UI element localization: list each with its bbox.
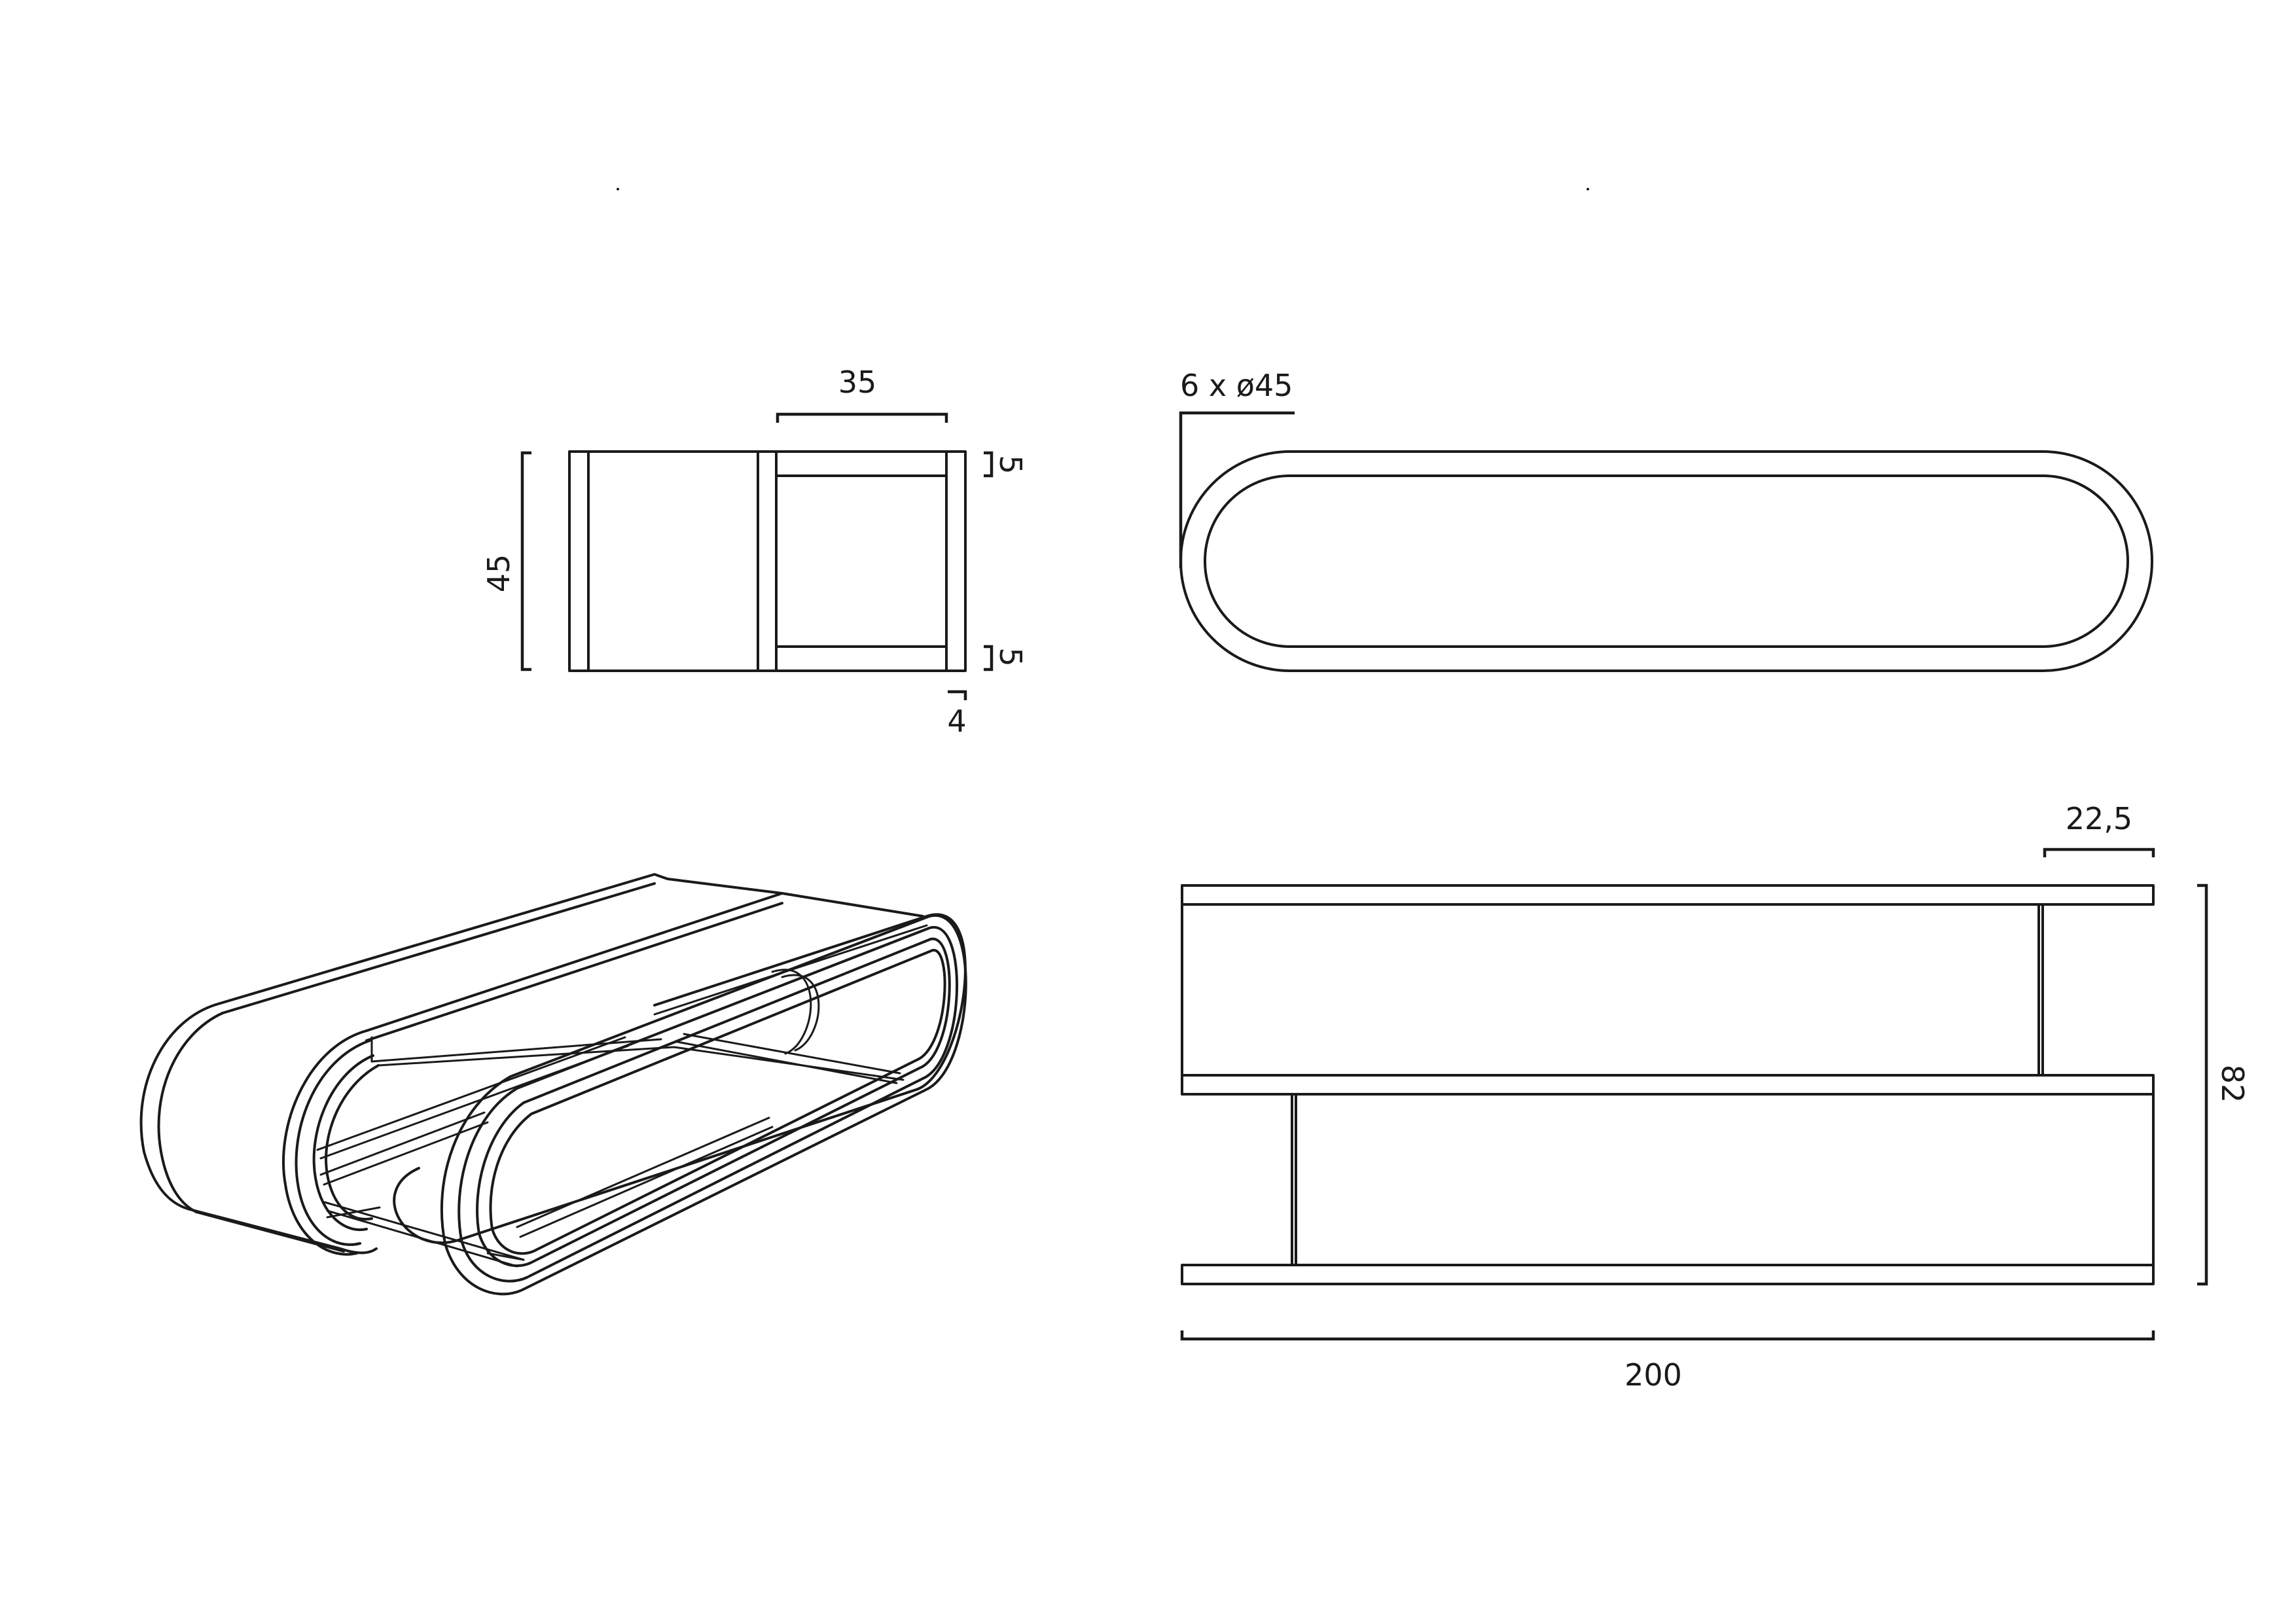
dim-label-35: 35 [838,365,877,400]
dim-label-200: 200 [1624,1357,1682,1393]
top-ring-dimension: 6 x ø45 [1179,368,1295,568]
dim-label-5-bottom: 5 [993,647,1028,666]
dim-label-rings: 6 x ø45 [1180,368,1293,403]
front-height-dimension: 82 [2197,883,2250,1286]
top-view [1179,450,2153,672]
side-foot-dimension: 4 [947,690,967,739]
dim-label-82: 82 [2215,1065,2250,1103]
print-marks [617,188,1589,190]
dim-label-4: 4 [947,704,966,739]
dim-label-45: 45 [481,554,516,593]
front-view [1181,884,2155,1285]
side-top-shelf-dimension: 5 [984,451,1028,478]
side-view [568,450,967,672]
side-width-dimension: 35 [776,365,948,423]
front-width-dimension: 200 [1180,1330,2155,1393]
side-height-dimension: 45 [481,451,531,671]
side-bottom-shelf-dimension: 5 [984,645,1028,671]
dim-label-22-5: 22,5 [2066,801,2132,836]
front-offset-dimension: 22,5 [2043,801,2155,857]
isometric-view [139,873,967,1296]
dim-label-5-top: 5 [993,455,1028,474]
